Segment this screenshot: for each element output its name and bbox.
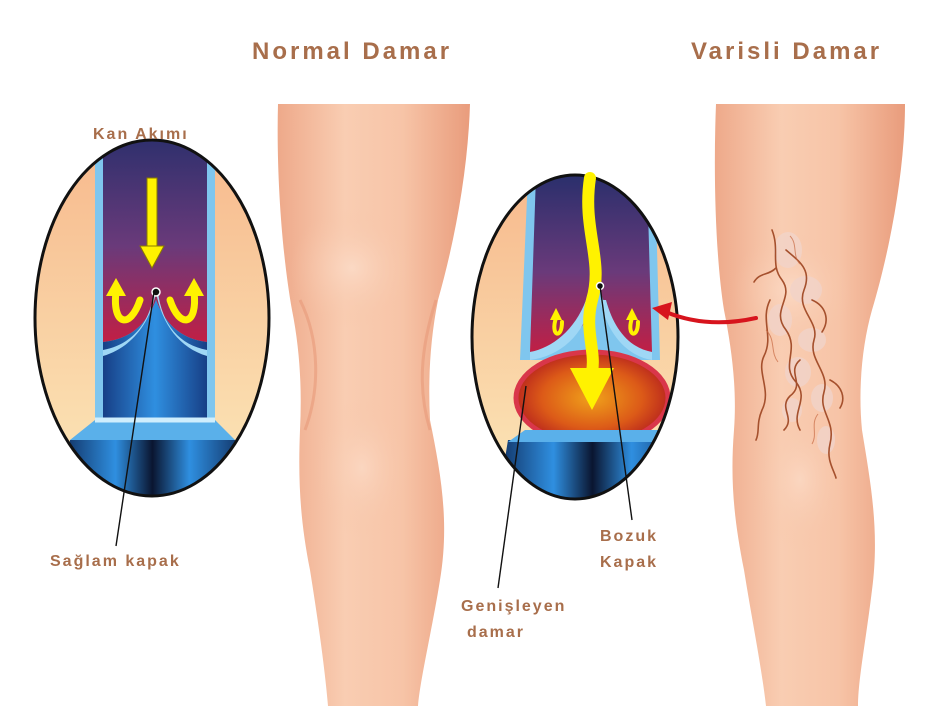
- broken-valve-detail: [470, 172, 680, 501]
- broken-valve-label: Bozuk Kapak: [600, 524, 658, 576]
- healthy-valve-label: Sağlam kapak: [50, 553, 181, 570]
- blood-flow-arrow: [139, 177, 165, 270]
- broken-valve-label-line1: Bozuk: [600, 528, 658, 545]
- varicose-veins: [753, 229, 844, 479]
- backflow-curl-arrows: [111, 288, 199, 324]
- broken-valve-label-line2: Kapak: [600, 554, 659, 571]
- normal-leg: [277, 104, 470, 706]
- healthy-valve-detail: [33, 138, 271, 498]
- normal-vein-title: Normal Damar: [252, 38, 453, 65]
- varicose-leg: [714, 104, 905, 706]
- blood-flow-label: Kan Akımı: [93, 126, 189, 143]
- dilated-vein-label: Genişleyen damar: [461, 594, 566, 646]
- dilated-vein-label-line2: damar: [467, 624, 526, 641]
- reflux-arrow: [570, 172, 614, 410]
- varicose-vein-title: Varisli Damar: [691, 38, 883, 65]
- leader-lines: [115, 285, 633, 589]
- dilated-vein-label-line1: Genişleyen: [461, 598, 567, 615]
- pointer-arrow: [652, 302, 758, 325]
